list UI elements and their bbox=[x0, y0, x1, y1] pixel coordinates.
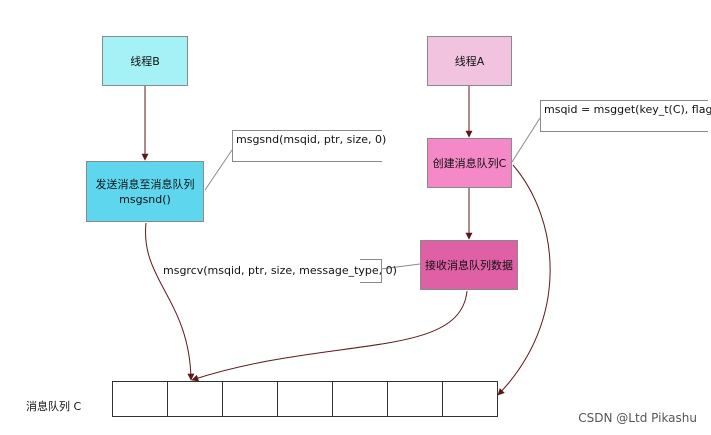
message-queue-label: 消息队列 C bbox=[26, 400, 82, 413]
create-queue-box: 创建消息队列C bbox=[427, 138, 512, 188]
thread-a-label: 线程A bbox=[454, 54, 485, 68]
create-queue-label: 创建消息队列C bbox=[432, 156, 507, 170]
queue-cell bbox=[443, 382, 497, 416]
queue-cell bbox=[388, 382, 443, 416]
callout-leader-msgget bbox=[511, 117, 541, 163]
arrow-create-to-queue bbox=[497, 164, 551, 396]
receive-data-box: 接收消息队列数据 bbox=[420, 240, 518, 290]
queue-cell bbox=[223, 382, 278, 416]
watermark: CSDN @Ltd Pikashu bbox=[578, 411, 697, 425]
msgsnd-callout-text: msgsnd(msqid, ptr, size, 0) bbox=[236, 133, 387, 146]
thread-b-box: 线程B bbox=[102, 36, 188, 86]
callout-leader-msgrcv bbox=[380, 263, 421, 270]
queue-cell bbox=[168, 382, 223, 416]
queue-cell bbox=[113, 382, 168, 416]
msgget-callout-text: msqid = msgget(key_t(C), flag) bbox=[544, 103, 711, 116]
thread-a-box: 线程A bbox=[427, 36, 512, 86]
send-message-label: 发送消息至消息队列 bbox=[95, 177, 195, 191]
receive-data-label: 接收消息队列数据 bbox=[425, 258, 513, 272]
msgrcv-callout: msgrcv(msqid, ptr, size, message_type, 0… bbox=[150, 259, 397, 283]
arrow-receive-from-queue bbox=[191, 290, 468, 382]
arrow-send-to-queue bbox=[145, 222, 195, 381]
message-queue-c bbox=[112, 381, 498, 417]
queue-cell bbox=[333, 382, 388, 416]
msgsnd-callout: msgsnd(msqid, ptr, size, 0) bbox=[232, 130, 386, 162]
send-message-box: 发送消息至消息队列 msgsnd() bbox=[86, 161, 204, 222]
callout-leader-msgsnd bbox=[204, 149, 233, 191]
msgrcv-callout-bracket bbox=[360, 259, 382, 283]
msgget-callout: msqid = msgget(key_t(C), flag) bbox=[540, 100, 711, 132]
msgrcv-callout-text: msgrcv(msqid, ptr, size, message_type, 0… bbox=[163, 264, 397, 277]
thread-b-label: 线程B bbox=[130, 54, 160, 68]
send-message-function: msgsnd() bbox=[119, 192, 171, 206]
queue-cell bbox=[278, 382, 333, 416]
